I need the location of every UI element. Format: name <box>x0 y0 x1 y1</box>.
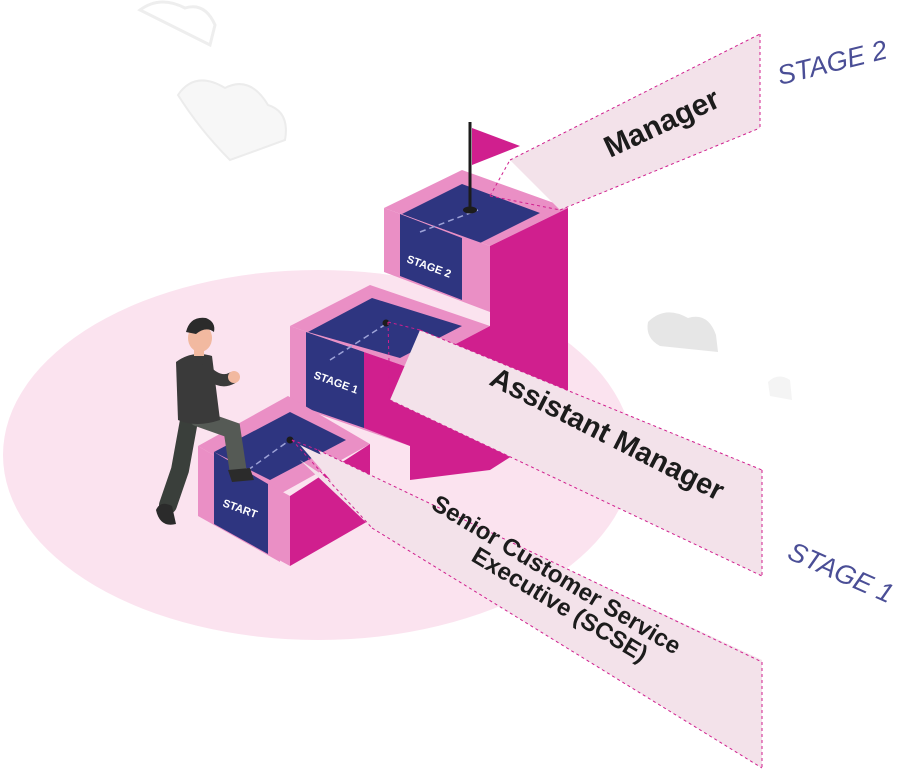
person-figure <box>156 317 254 525</box>
cloud-icon <box>137 0 217 48</box>
cloud-icon <box>647 312 718 352</box>
stage2-label: STAGE 2 <box>774 35 890 91</box>
banner-scse <box>291 439 763 769</box>
banner-assistant-manager <box>387 321 763 577</box>
flag-icon <box>463 122 520 214</box>
cloud-icon <box>768 376 792 400</box>
banner-manager <box>489 33 761 211</box>
stage1-label: STAGE 1 <box>784 536 899 609</box>
cloud-icon <box>176 79 287 162</box>
